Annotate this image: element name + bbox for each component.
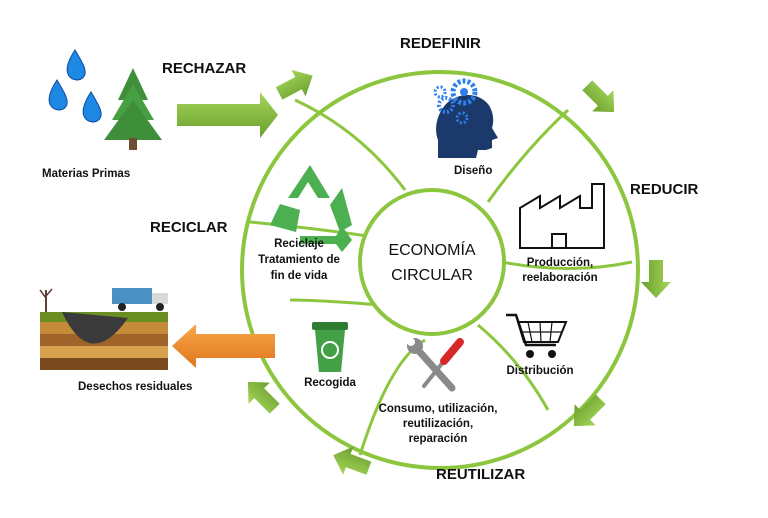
water-drop-icon bbox=[48, 49, 102, 123]
arrow-to-waste bbox=[172, 324, 275, 368]
label-consumo-line3: reparación bbox=[409, 433, 468, 445]
shopping-cart-icon bbox=[506, 313, 568, 358]
label-materias-primas: Materias Primas bbox=[42, 168, 130, 180]
cycle-arrow-right bbox=[641, 260, 671, 298]
verb-reducir: REDUCIR bbox=[630, 181, 699, 198]
label-distribucion: Distribución bbox=[506, 365, 573, 377]
verb-reutilizar: REUTILIZAR bbox=[436, 466, 525, 483]
label-reciclaje-line3: fin de vida bbox=[271, 270, 328, 282]
center-title-line2: CIRCULAR bbox=[391, 267, 473, 284]
verb-rechazar: RECHAZAR bbox=[162, 60, 246, 77]
segment-dividers bbox=[249, 98, 633, 456]
cycle-arrow-bottom-right bbox=[573, 394, 606, 427]
cycle-arrow-bottom bbox=[333, 446, 372, 475]
label-consumo-line1: Consumo, utilización, bbox=[379, 403, 498, 415]
trash-bin-icon bbox=[312, 322, 348, 372]
label-produccion-line1: Producción, bbox=[527, 257, 593, 269]
arrow-rechazar bbox=[177, 92, 278, 138]
label-reciclaje-line1: Reciclaje bbox=[274, 238, 324, 250]
landfill-truck-icon bbox=[39, 288, 168, 370]
factory-icon bbox=[519, 183, 605, 249]
pine-tree-icon bbox=[104, 68, 162, 150]
head-gears-icon bbox=[433, 78, 498, 158]
label-desechos-residuales: Desechos residuales bbox=[78, 381, 192, 393]
verb-redefinir: REDEFINIR bbox=[400, 35, 481, 52]
label-diseno: Diseño bbox=[454, 165, 492, 177]
recycle-icon bbox=[270, 165, 352, 252]
inner-circle bbox=[358, 188, 506, 336]
label-consumo-line2: reutilización, bbox=[403, 418, 473, 430]
label-produccion-line2: reelaboración bbox=[522, 272, 597, 284]
label-recogida: Recogida bbox=[304, 377, 356, 389]
center-title-line1: ECONOMÍA bbox=[388, 240, 475, 259]
verb-reciclar: RECICLAR bbox=[150, 219, 228, 236]
cycle-arrow-top-right bbox=[582, 80, 615, 113]
tools-icon bbox=[407, 338, 464, 392]
label-reciclaje-line2: Tratamiento de bbox=[258, 254, 340, 266]
cycle-arrow-bottom-left bbox=[247, 381, 280, 414]
cycle-arrow-top bbox=[275, 69, 313, 100]
